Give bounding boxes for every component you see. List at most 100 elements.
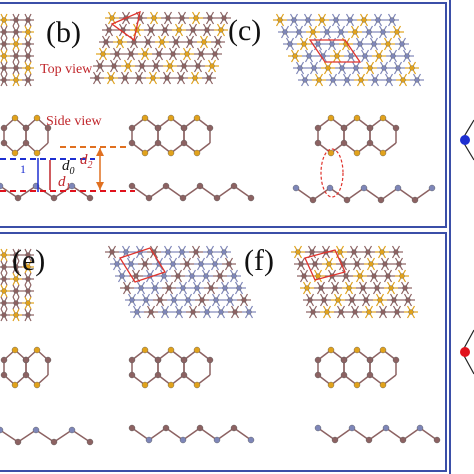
atom — [348, 424, 356, 432]
atom — [44, 356, 52, 364]
atom — [203, 273, 209, 279]
atom — [346, 285, 352, 291]
atom — [394, 29, 400, 35]
atom — [14, 438, 22, 446]
atom — [327, 149, 335, 157]
atom — [344, 77, 350, 83]
atom — [360, 285, 366, 291]
atom — [236, 285, 242, 291]
atom — [141, 149, 149, 157]
atom — [227, 297, 233, 303]
atom — [13, 17, 19, 23]
atom — [213, 194, 221, 202]
top-view-c-lattice — [273, 13, 424, 87]
atom — [411, 196, 419, 204]
atom — [159, 39, 165, 45]
atom — [363, 297, 369, 303]
atom — [184, 51, 190, 57]
atom — [166, 285, 172, 291]
atom — [1, 252, 7, 258]
atom — [179, 194, 187, 202]
unit-cell-box — [304, 249, 346, 281]
atom — [196, 424, 204, 432]
atom — [1, 312, 7, 318]
atom — [13, 41, 19, 47]
atom — [25, 312, 31, 318]
atom — [351, 249, 357, 255]
atom — [366, 29, 372, 35]
bond — [351, 427, 370, 441]
d1-label: d1 — [58, 174, 71, 193]
bond — [131, 427, 150, 441]
panel-top-frame — [0, 2, 447, 228]
atom — [1, 288, 7, 294]
atom — [330, 77, 336, 83]
atom — [340, 356, 348, 364]
atom — [314, 356, 322, 364]
atom — [13, 288, 19, 294]
bond — [182, 185, 201, 199]
atom — [25, 77, 31, 83]
atom — [68, 182, 76, 190]
panel-label-c: (c) — [228, 14, 262, 47]
atom — [192, 75, 198, 81]
bond — [402, 427, 421, 441]
atom — [379, 381, 387, 389]
atom — [111, 63, 117, 69]
atom — [315, 273, 321, 279]
atom — [310, 29, 316, 35]
atom — [207, 15, 213, 21]
atom — [226, 261, 232, 267]
atom — [0, 426, 4, 434]
bond — [312, 187, 331, 201]
atom — [365, 436, 373, 444]
atom — [222, 285, 228, 291]
atom — [353, 149, 361, 157]
panel-label-b: (b) — [46, 16, 81, 49]
bond — [216, 185, 235, 199]
atom — [394, 184, 402, 192]
bond — [17, 185, 37, 199]
atom — [372, 77, 378, 83]
atom — [165, 249, 171, 255]
atom — [246, 309, 252, 315]
atom — [310, 309, 316, 315]
atom — [190, 309, 196, 315]
panel-label-e: (e) — [12, 244, 46, 277]
atom — [86, 194, 94, 202]
side-views — [0, 114, 441, 446]
atom — [325, 65, 331, 71]
atom — [201, 39, 207, 45]
atom — [377, 297, 383, 303]
atom — [318, 285, 324, 291]
atom — [386, 77, 392, 83]
atom — [141, 346, 149, 354]
atom — [326, 261, 332, 267]
atom — [321, 297, 327, 303]
atom — [0, 356, 8, 364]
atom — [167, 381, 175, 389]
atom — [365, 249, 371, 255]
atom — [1, 77, 7, 83]
atom — [185, 297, 191, 303]
atom — [389, 17, 395, 23]
atom — [117, 39, 123, 45]
atom — [324, 29, 330, 35]
atom — [358, 77, 364, 83]
panel-bottom-frame — [0, 232, 447, 472]
atom — [193, 15, 199, 21]
atom — [360, 184, 368, 192]
atom — [13, 77, 19, 83]
atom — [247, 194, 255, 202]
bond — [17, 429, 37, 443]
atom — [128, 261, 134, 267]
atom — [97, 63, 103, 69]
atom — [141, 114, 149, 122]
atom — [193, 381, 201, 389]
atom — [1, 300, 7, 306]
atom — [181, 63, 187, 69]
bond — [317, 427, 336, 441]
atom — [179, 249, 185, 255]
